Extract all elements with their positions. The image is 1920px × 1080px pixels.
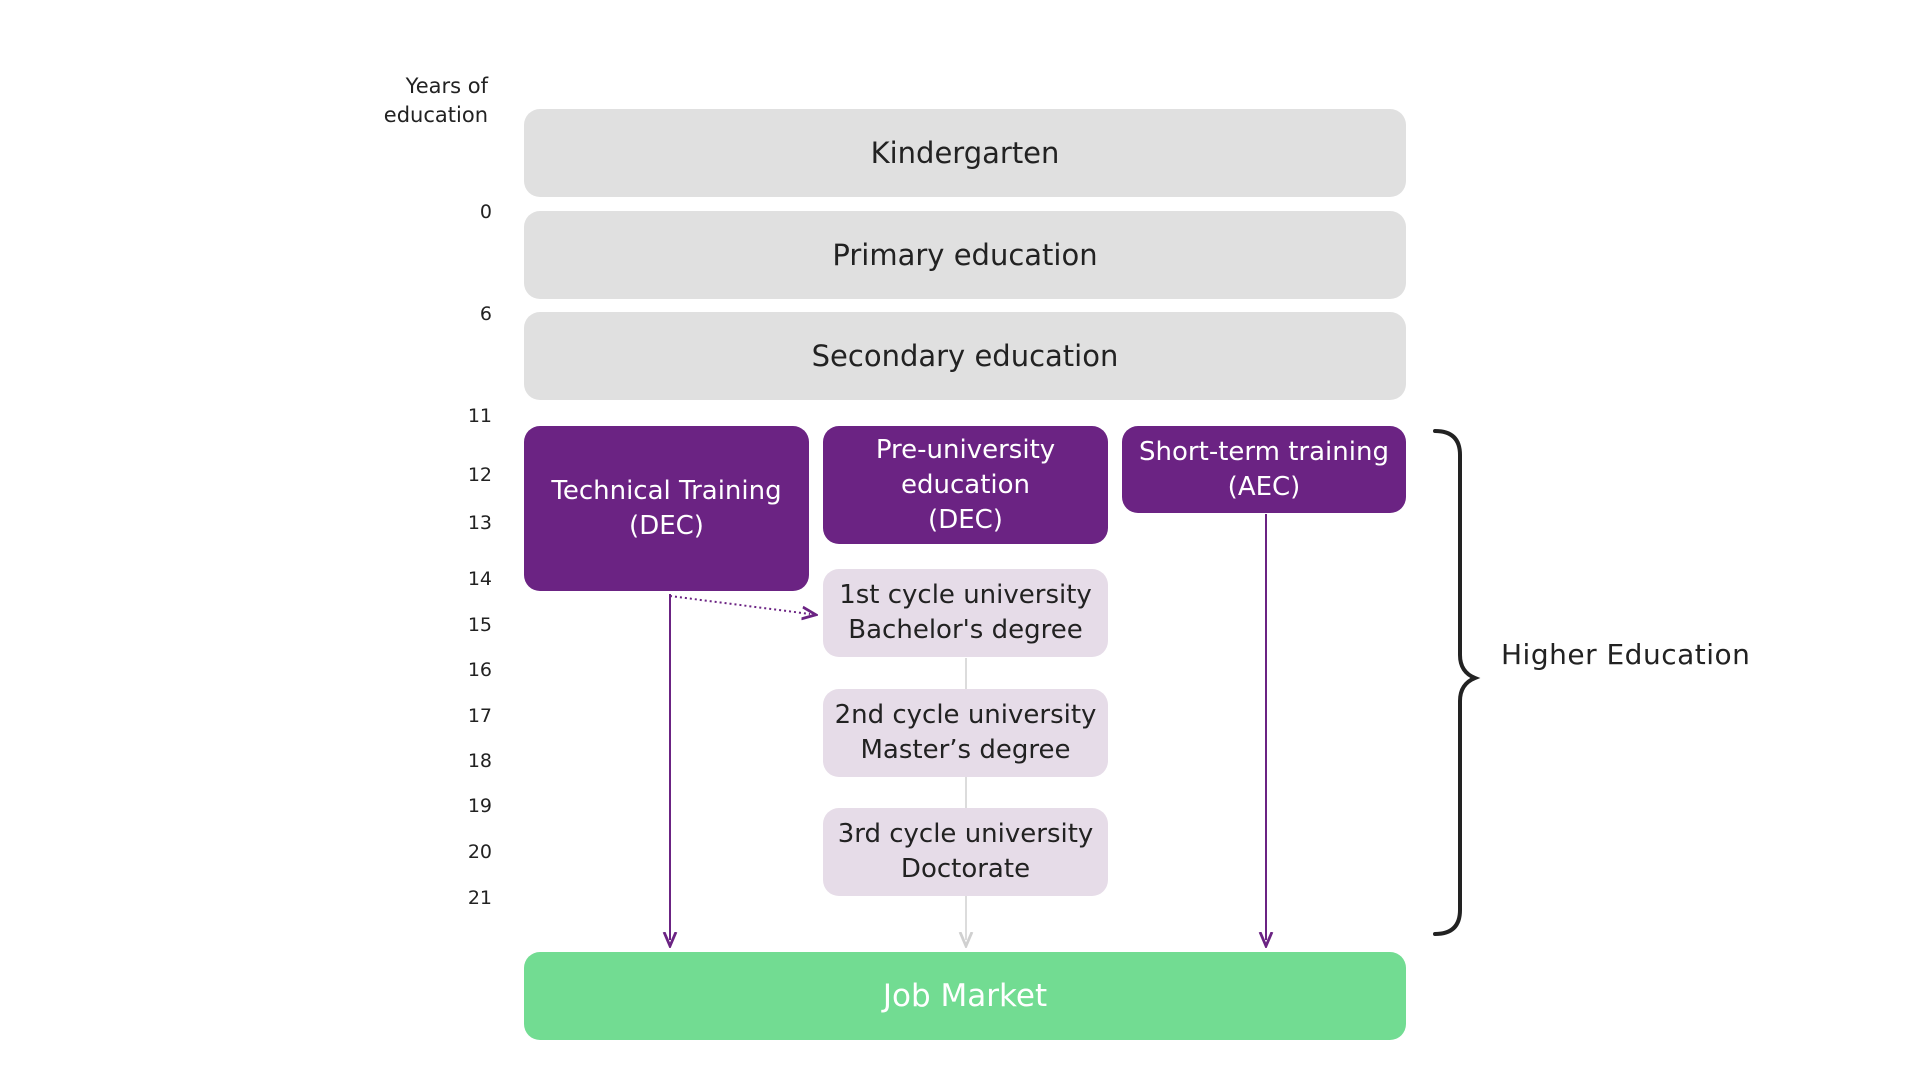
tick-11: 11 — [467, 405, 492, 427]
tick-13: 13 — [467, 512, 492, 534]
tick-6: 6 — [479, 303, 492, 325]
third-cycle-box: 3rd cycle university Doctorate — [823, 808, 1108, 896]
secondary-education-box: Secondary education — [524, 312, 1406, 400]
short-term-training-box: Short-term training (AEC) — [1122, 426, 1406, 513]
tick-15: 15 — [467, 614, 492, 636]
kindergarten-box: Kindergarten — [524, 109, 1406, 197]
job-market-box: Job Market — [524, 952, 1406, 1040]
tick-12: 12 — [467, 464, 492, 486]
tick-14: 14 — [467, 568, 492, 590]
first-cycle-box: 1st cycle university Bachelor's degree — [823, 569, 1108, 657]
technical-to-bachelor-dotted-line — [669, 595, 810, 614]
tick-16: 16 — [467, 659, 492, 681]
pre-university-box: Pre-university education (DEC) — [823, 426, 1108, 544]
technical-training-box: Technical Training (DEC) — [524, 426, 809, 591]
higher-education-brace — [1433, 429, 1481, 936]
tick-0: 0 — [479, 201, 492, 223]
higher-education-label: Higher Education — [1501, 638, 1751, 671]
tick-19: 19 — [467, 795, 492, 817]
tick-20: 20 — [467, 841, 492, 863]
primary-education-box: Primary education — [524, 211, 1406, 299]
tick-18: 18 — [467, 750, 492, 772]
tick-21: 21 — [467, 887, 492, 909]
years-of-education-label: Years of education — [383, 74, 488, 127]
second-cycle-box: 2nd cycle university Master’s degree — [823, 689, 1108, 777]
tick-17: 17 — [467, 705, 492, 727]
